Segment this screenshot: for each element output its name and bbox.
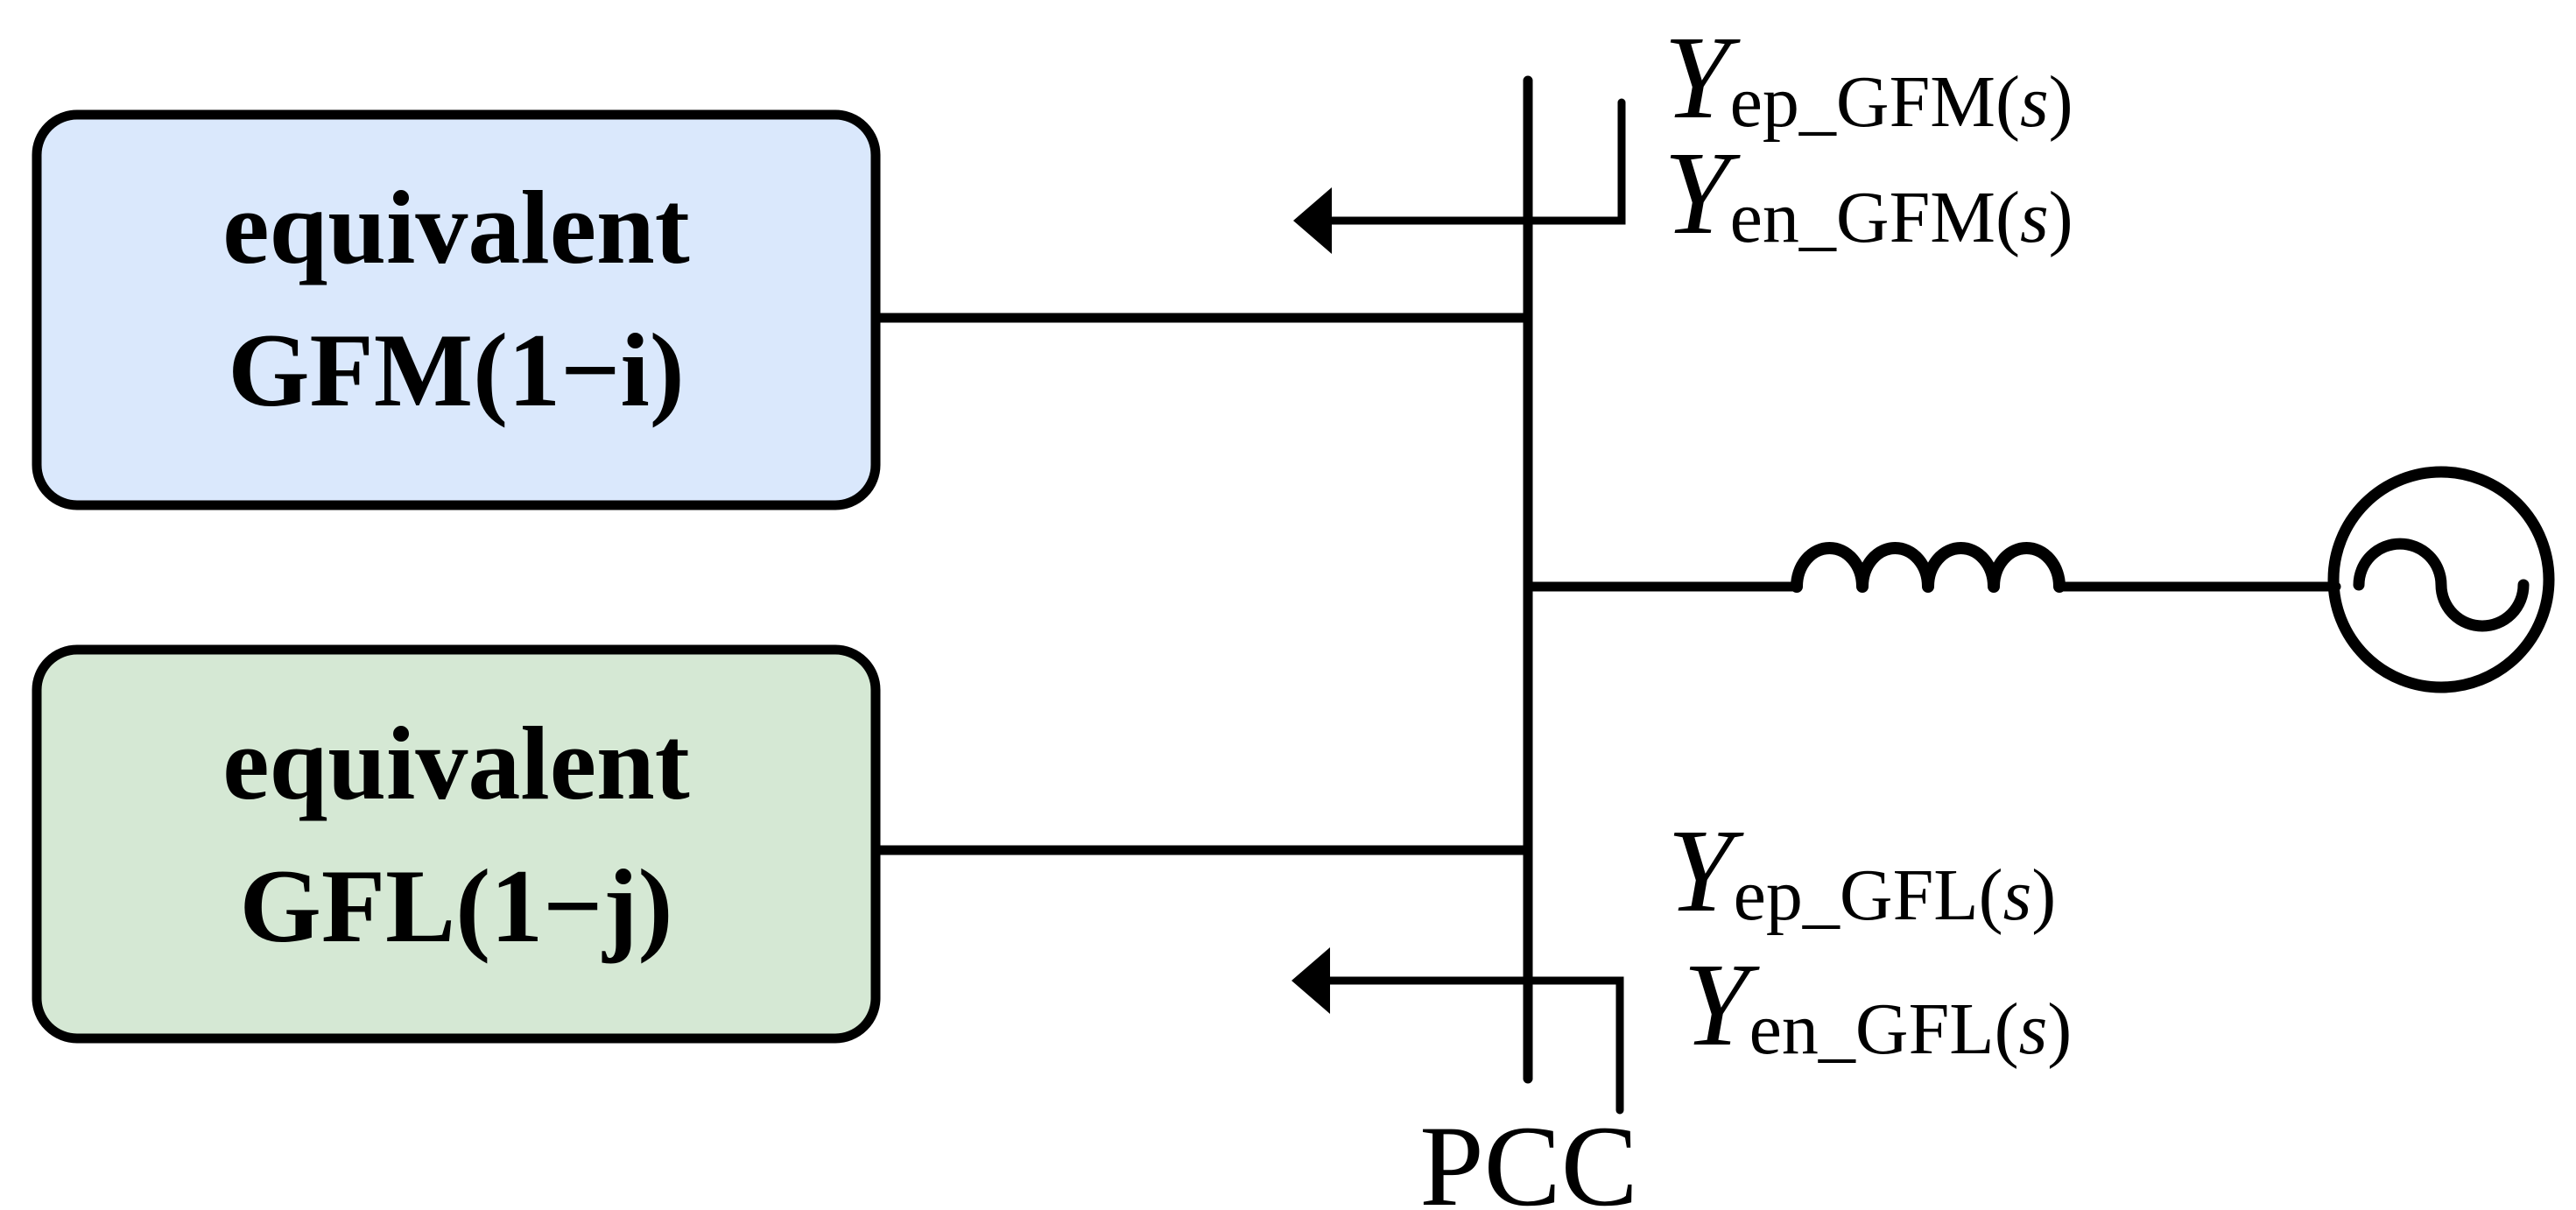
y-en-gfl-close: )	[2047, 988, 2072, 1070]
y-ep-gfm-subscript: ep_GFM(	[1730, 61, 2020, 143]
pcc-label: PCC	[1419, 1101, 1638, 1210]
y-ep-gfl-subscript: ep_GFL(	[1734, 855, 2003, 936]
y-en-gfl-subscript: en_GFL(	[1749, 988, 2019, 1070]
gfm-box-label-line2: GFM(1−i)	[228, 312, 685, 428]
y-ep-gfm-label: Yep_GFM(s)	[1664, 12, 2073, 144]
gfm-box-label-line1: equivalent	[222, 169, 689, 285]
y-en-gfl-label: Yen_GFL(s)	[1683, 939, 2072, 1071]
y-ep-gfm-symbol: Y	[1664, 12, 1741, 144]
gfm-equivalent-box	[32, 109, 881, 510]
y-ep-gfl-arg: s	[2003, 855, 2032, 936]
y-ep-gfl-close: )	[2031, 855, 2056, 936]
y-ep-gfl-label: Yep_GFL(s)	[1667, 805, 2056, 937]
y-en-gfm-close: )	[2049, 177, 2073, 258]
y-ep-gfl-symbol: Y	[1667, 805, 1744, 937]
y-en-gfm-symbol: Y	[1664, 128, 1741, 259]
gfl-box-label-line2: GFL(1−j)	[240, 848, 673, 964]
gfm-admittance-bracket	[1318, 98, 1626, 225]
y-ep-gfm-arg: s	[2020, 61, 2049, 143]
sine-wave-icon	[2353, 538, 2530, 632]
inductor-icon	[1791, 542, 2066, 593]
gfl-arrowhead-icon	[1292, 947, 1330, 1014]
y-en-gfm-label: Yen_GFM(s)	[1664, 128, 2073, 259]
gfm-arrowhead-icon	[1293, 187, 1332, 254]
ac-source-icon	[2327, 466, 2555, 693]
y-en-gfm-arg: s	[2020, 177, 2049, 258]
gfl-admittance-bracket	[1316, 976, 1624, 1115]
y-en-gfm-subscript: en_GFM(	[1730, 177, 2020, 258]
y-en-gfl-arg: s	[2019, 988, 2048, 1070]
gfl-equivalent-box	[32, 644, 881, 1044]
y-en-gfl-symbol: Y	[1683, 939, 1760, 1071]
gfl-admittance-arrow	[1292, 947, 1624, 1115]
y-ep-gfm-close: )	[2049, 61, 2073, 143]
ac-source-circle	[2327, 466, 2555, 693]
gfl-box-label-line1: equivalent	[222, 705, 689, 821]
gfm-admittance-arrow	[1293, 98, 1626, 254]
